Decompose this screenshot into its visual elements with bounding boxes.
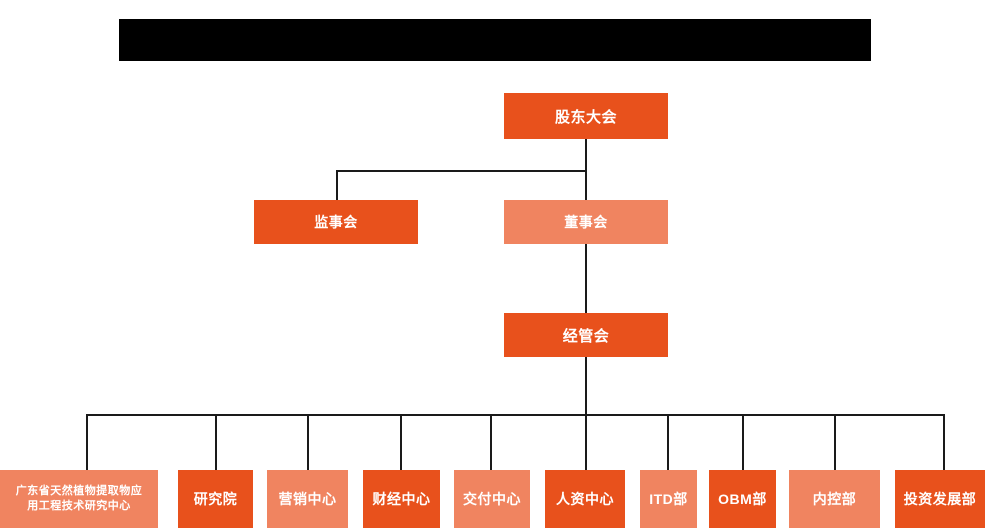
- connector-management-down: [585, 357, 587, 416]
- connector-drop-dept-05: [490, 414, 492, 470]
- connector-drop-dept-02: [215, 414, 217, 470]
- node-shareholders-meeting-label: 股东大会: [554, 108, 617, 126]
- connector-drop-dept-10: [943, 414, 945, 470]
- node-dept-research-center[interactable]: 广东省天然植物提取物应 用工程技术研究中心: [0, 470, 158, 528]
- node-dept-delivery-center[interactable]: 交付中心: [454, 470, 530, 528]
- node-dept-finance-center[interactable]: 财经中心: [363, 470, 440, 528]
- connector-drop-dept-06: [585, 414, 587, 470]
- node-dept-research-center-label: 广东省天然植物提取物应 用工程技术研究中心: [0, 484, 158, 514]
- connector-supervisors-horizontal: [336, 170, 587, 172]
- node-dept-obm-label: OBM部: [718, 491, 767, 507]
- node-dept-research-center-line1: 广东省天然植物提取物应: [15, 485, 143, 497]
- connector-directors-to-management: [585, 244, 587, 313]
- connector-drop-dept-04: [400, 414, 402, 470]
- node-dept-internal-control[interactable]: 内控部: [789, 470, 880, 528]
- connector-drop-dept-08: [742, 414, 744, 470]
- connector-drop-dept-09: [834, 414, 836, 470]
- node-board-of-directors-label: 董事会: [564, 214, 608, 230]
- node-management-committee-label: 经管会: [562, 327, 610, 345]
- title-banner: [119, 19, 871, 61]
- node-dept-marketing-center[interactable]: 营销中心: [267, 470, 348, 528]
- node-dept-internal-control-label: 内控部: [812, 491, 857, 507]
- node-board-of-supervisors[interactable]: 监事会: [254, 200, 418, 244]
- node-dept-finance-center-label: 财经中心: [372, 491, 431, 507]
- node-dept-research-institute-label: 研究院: [193, 491, 238, 507]
- connector-directors-down: [585, 170, 587, 200]
- node-dept-hr-center[interactable]: 人资中心: [545, 470, 625, 528]
- node-dept-itd-label: ITD部: [649, 491, 688, 507]
- connector-drop-dept-07: [667, 414, 669, 470]
- node-shareholders-meeting[interactable]: 股东大会: [504, 93, 668, 139]
- node-dept-investment-development[interactable]: 投资发展部: [895, 470, 985, 528]
- node-dept-itd[interactable]: ITD部: [640, 470, 697, 528]
- node-dept-hr-center-label: 人资中心: [556, 491, 614, 507]
- node-dept-research-center-line2: 用工程技术研究中心: [27, 500, 131, 512]
- node-board-of-directors[interactable]: 董事会: [504, 200, 668, 244]
- connector-drop-dept-01: [86, 414, 88, 470]
- connector-shareholders-down: [585, 139, 587, 172]
- node-dept-delivery-center-label: 交付中心: [463, 491, 521, 507]
- connector-drop-dept-03: [307, 414, 309, 470]
- node-dept-investment-development-label: 投资发展部: [903, 491, 977, 507]
- node-dept-marketing-center-label: 营销中心: [278, 491, 337, 507]
- node-board-of-supervisors-label: 监事会: [314, 214, 358, 230]
- node-dept-obm[interactable]: OBM部: [709, 470, 776, 528]
- connector-department-bus: [86, 414, 945, 416]
- connector-supervisors-down: [336, 170, 338, 200]
- node-management-committee[interactable]: 经管会: [504, 313, 668, 357]
- node-dept-research-institute[interactable]: 研究院: [178, 470, 253, 528]
